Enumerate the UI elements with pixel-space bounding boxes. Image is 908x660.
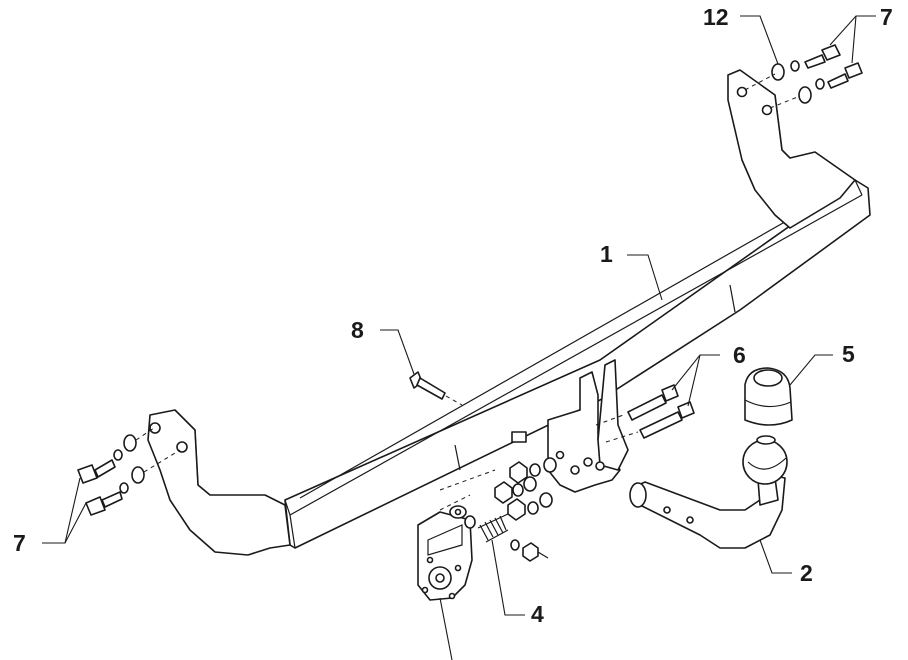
callout-12: 12 [703,4,729,30]
callout-1: 1 [600,241,613,267]
spring-and-nut [439,469,549,562]
bolts-6 [595,384,695,443]
leader-lines [42,15,876,660]
left-bracket [147,409,291,556]
callout-2: 2 [800,560,813,586]
crossbar [284,179,871,549]
callout-4: 4 [531,601,544,627]
callout-7-top-right: 7 [880,4,893,30]
left-fasteners [77,427,181,516]
center-mount-bracket [511,359,629,493]
bolt-8 [409,371,463,406]
callout-5: 5 [842,341,855,367]
callout-8: 8 [351,317,364,343]
callout-6: 6 [733,342,746,368]
callout-7-left: 7 [13,530,26,556]
upper-right-fasteners [744,44,863,109]
right-bracket [727,69,856,229]
socket-plate [417,505,476,601]
center-nuts-washers [494,457,557,521]
ball-cover [744,367,793,426]
towball-arm [629,435,788,549]
